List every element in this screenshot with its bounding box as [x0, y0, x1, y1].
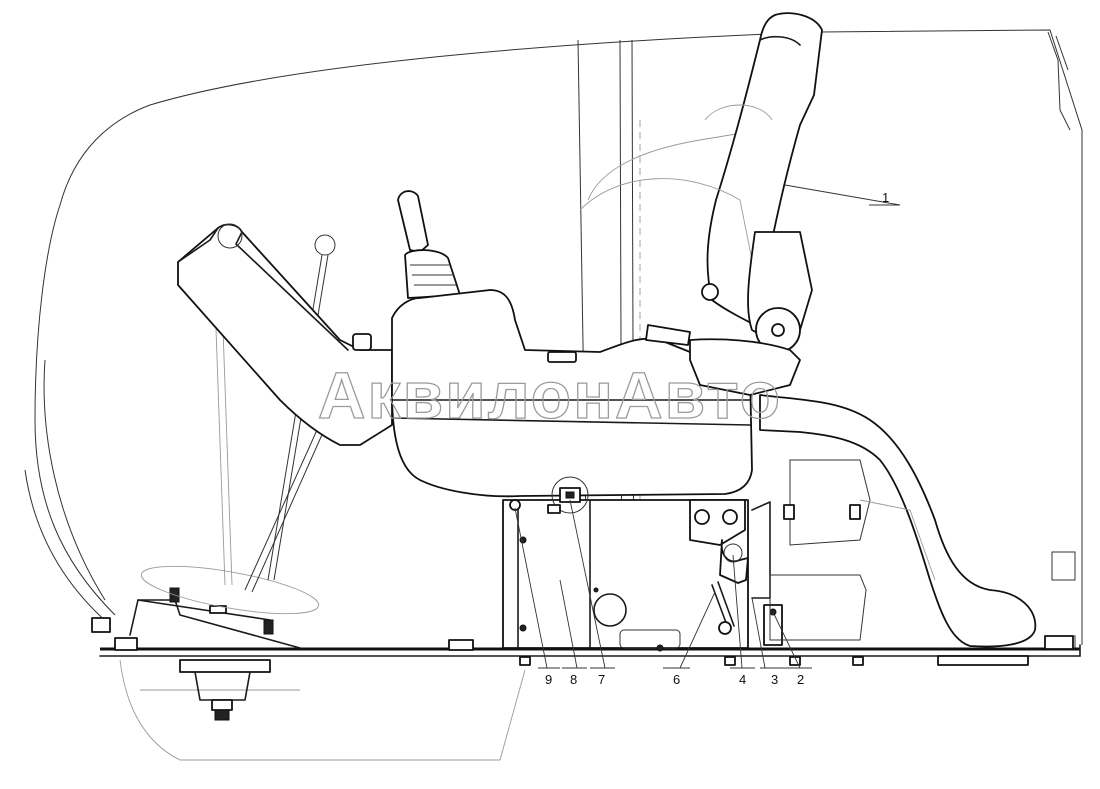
cab-floor	[99, 635, 1081, 666]
seat-adjuster	[689, 499, 783, 646]
steering-wheel	[140, 299, 320, 615]
underfloor-housing	[119, 659, 526, 761]
callout-leaders	[514, 184, 901, 669]
callout-6: 6	[673, 672, 680, 687]
driver-seat	[579, 12, 1037, 648]
watermark-text: АквилонАвто	[318, 358, 782, 432]
joystick	[397, 190, 461, 299]
pedal-bracket	[91, 587, 301, 649]
watermark: АквилонАвто	[317, 357, 782, 432]
callout-3: 3	[771, 672, 778, 687]
callout-2: 2	[797, 672, 804, 687]
instrument-console	[177, 223, 393, 446]
callout-1: 1	[882, 190, 889, 205]
control-module	[391, 289, 753, 498]
callout-8: 8	[570, 672, 577, 687]
callout-labels: 1 2 3 4 6 7 8 9	[545, 190, 889, 687]
callout-7: 7	[598, 672, 605, 687]
cab-outline	[24, 29, 1083, 648]
callout-9: 9	[545, 672, 552, 687]
callout-4: 4	[739, 672, 746, 687]
